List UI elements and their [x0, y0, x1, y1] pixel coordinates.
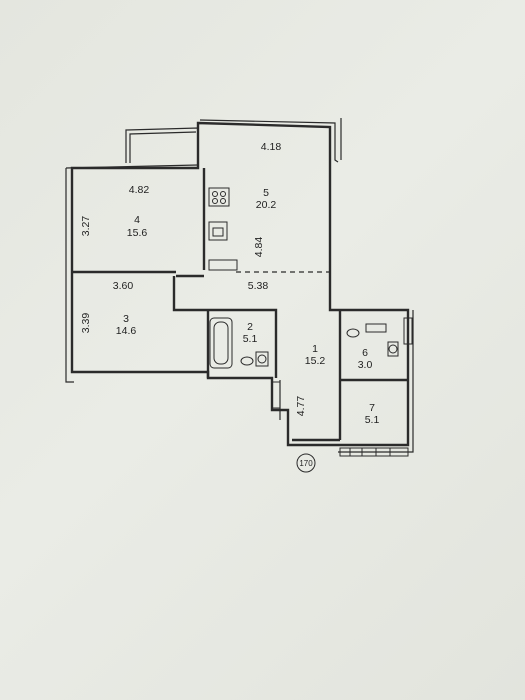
dimension-4-82: 4.82 — [129, 184, 150, 196]
room-6-number: 6 — [362, 347, 368, 359]
balcony — [125, 127, 199, 163]
dimension-4-77: 4.77 — [295, 396, 307, 417]
dimension-labels: 4.18 4.82 3.27 4.84 3.60 5.38 3.39 4.77 — [80, 141, 307, 416]
dimension-3-60: 3.60 — [113, 280, 134, 292]
room-labels: 4 15.6 5 20.2 3 14.6 2 5.1 1 15.2 6 3.0 … — [116, 187, 380, 426]
room-6-area: 3.0 — [358, 359, 373, 371]
bathroom-fixtures — [209, 317, 269, 369]
dimension-5-38: 5.38 — [248, 280, 269, 292]
dimension-4-18: 4.18 — [261, 141, 282, 153]
dimension-3-27: 3.27 — [80, 216, 92, 237]
room-5-area: 20.2 — [256, 199, 277, 211]
room-5-number: 5 — [263, 187, 269, 199]
window-strips — [271, 317, 413, 457]
interior-walls — [72, 168, 408, 442]
room-2-number: 2 — [247, 321, 253, 333]
kitchen-fixtures — [208, 187, 238, 271]
room-1-area: 15.2 — [305, 355, 326, 367]
room-1-number: 1 — [312, 343, 318, 355]
room-7-number: 7 — [369, 402, 375, 414]
room-4-number: 4 — [134, 214, 140, 226]
apartment-marker-label: 170 — [299, 459, 313, 468]
dimension-3-39: 3.39 — [80, 313, 92, 334]
room-4-area: 15.6 — [127, 227, 148, 239]
room-3-number: 3 — [123, 313, 129, 325]
apartment-marker: 170 — [296, 453, 316, 473]
outer-walls — [65, 118, 414, 453]
wc-fixtures — [346, 323, 399, 357]
room-7-area: 5.1 — [365, 414, 380, 426]
dimension-4-84: 4.84 — [253, 237, 265, 258]
room-3-area: 14.6 — [116, 325, 137, 337]
room-2-area: 5.1 — [243, 333, 258, 345]
